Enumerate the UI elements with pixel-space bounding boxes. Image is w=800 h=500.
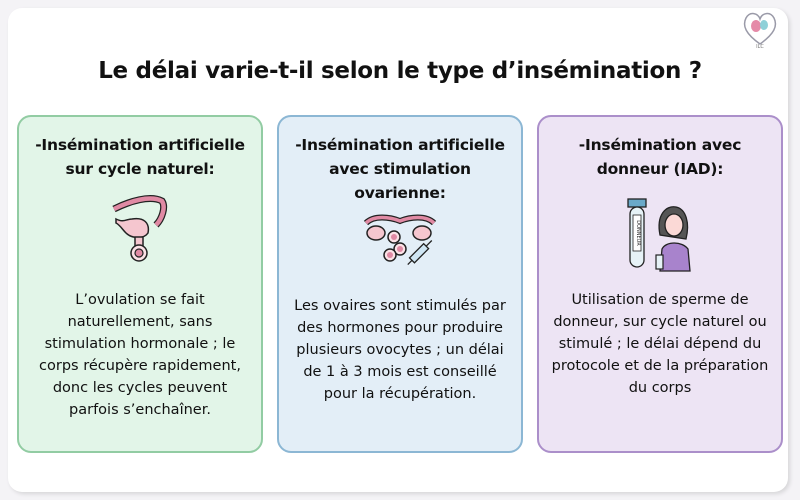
card-ovarian-stimulation: -Insémination artificielle avec stimulat… [277, 115, 523, 453]
card-text: L’ovulation se fait naturellement, sans … [39, 292, 241, 418]
logo: ILC [743, 12, 777, 50]
card-text: Utilisation de sperme de donneur, sur cy… [551, 292, 769, 396]
card-heading: -Insémination avec donneur (IAD): [578, 136, 742, 178]
card-donor-insemination: -Insémination avec donneur (IAD): DONNEU… [537, 115, 783, 453]
page-title: Le délai varie-t-il selon le type d’insé… [98, 58, 702, 84]
ovary-syringe-icon [363, 214, 437, 266]
uterus-ovary-icon [112, 195, 168, 262]
card-text: Les ovaires sont stimulés par des hormon… [294, 298, 506, 402]
card-heading: -Insémination artificielle avec stimulat… [295, 136, 505, 202]
logo-text: ILC [756, 44, 764, 50]
card-heading: -Insémination artificielle sur cycle nat… [35, 136, 245, 178]
donor-tube-woman-icon: DONNEUR [627, 198, 691, 272]
tube-label: DONNEUR [635, 220, 641, 246]
card-natural-cycle: -Insémination artificielle sur cycle nat… [17, 115, 263, 453]
